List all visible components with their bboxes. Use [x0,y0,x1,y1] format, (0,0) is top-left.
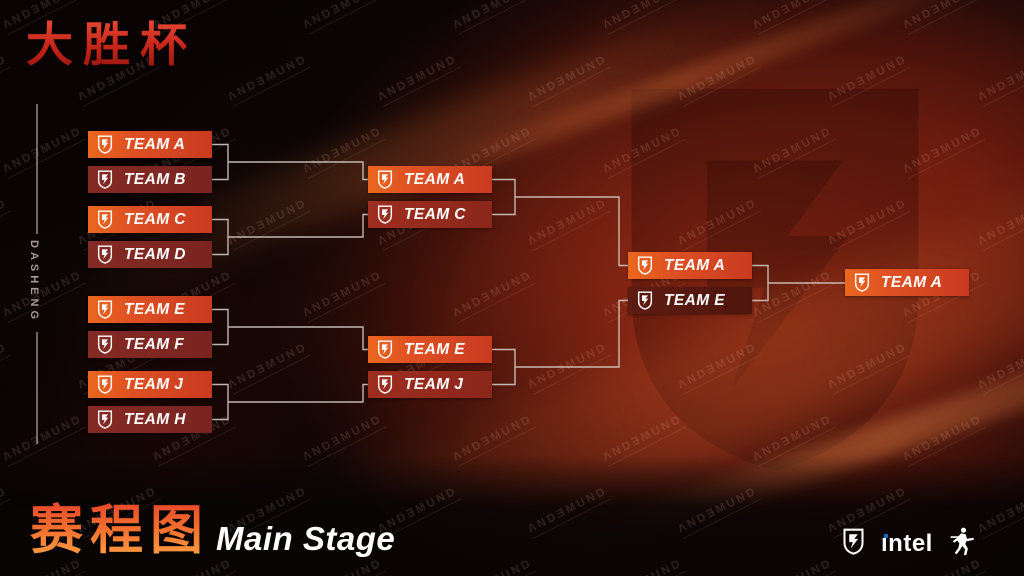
team-name: TEAM J [404,375,464,393]
team-shield-icon [88,410,122,429]
ds-shield-logo-icon [842,528,865,560]
team-box-r1-team-h[interactable]: TEAM H [88,406,212,433]
side-rail-line [36,332,38,444]
team-shield-icon [628,291,662,310]
team-shield-icon [88,335,122,354]
team-box-r1-team-d[interactable]: TEAM D [88,241,212,268]
event-title: 大胜杯 [26,6,197,75]
team-shield-icon [368,375,402,394]
team-box-r1-team-b[interactable]: TEAM B [88,166,212,193]
team-name: TEAM F [124,335,185,353]
team-shield-icon [845,273,879,292]
team-shield-icon [88,300,122,319]
team-box-champion[interactable]: TEAM A [845,269,969,296]
team-name: TEAM E [124,300,185,318]
intel-blue-dot [883,533,888,538]
side-rail-line [36,104,38,234]
team-name: TEAM J [124,375,184,393]
team-box-final-team-e[interactable]: TEAM E [628,287,752,314]
team-box-r1-team-f[interactable]: TEAM F [88,331,212,358]
team-name: TEAM B [124,170,186,188]
side-label: DASHENG [28,240,40,324]
team-box-r1-team-e[interactable]: TEAM E [88,296,212,323]
team-box-r2-team-c[interactable]: TEAM C [368,201,492,228]
team-name: TEAM A [881,273,943,291]
footer-title-en: Main Stage [216,520,396,557]
team-name: TEAM E [664,291,725,309]
team-box-r2-team-a[interactable]: TEAM A [368,166,492,193]
team-name: TEAM D [124,245,186,263]
team-shield-icon [88,135,122,154]
team-shield-icon [88,245,122,264]
team-box-r1-team-c[interactable]: TEAM C [88,206,212,233]
team-shield-icon [88,210,122,229]
team-name: TEAM C [124,210,186,228]
team-shield-icon [88,170,122,189]
team-shield-icon [368,205,402,224]
team-name: TEAM H [124,410,186,428]
team-name: TEAM A [404,170,466,188]
team-name: TEAM A [124,135,186,153]
team-box-r1-team-j[interactable]: TEAM J [88,371,212,398]
team-box-r1-team-a[interactable]: TEAM A [88,131,212,158]
team-box-final-team-a[interactable]: TEAM A [628,252,752,279]
team-box-r2-team-j[interactable]: TEAM J [368,371,492,398]
team-shield-icon [368,170,402,189]
footer-title-cn: 赛程图 [30,488,210,564]
team-name: TEAM A [664,256,726,274]
intel-logo: ıntel [881,532,933,556]
team-shield-icon [368,340,402,359]
counter-strike-soldier-icon [949,526,975,563]
intel-wordmark: ıntel [881,530,933,557]
team-box-r2-team-e[interactable]: TEAM E [368,336,492,363]
sponsor-logos: ıntel [842,526,975,562]
team-shield-icon [628,256,662,275]
team-shield-icon [88,375,122,394]
team-name: TEAM C [404,205,466,223]
team-name: TEAM E [404,340,465,358]
